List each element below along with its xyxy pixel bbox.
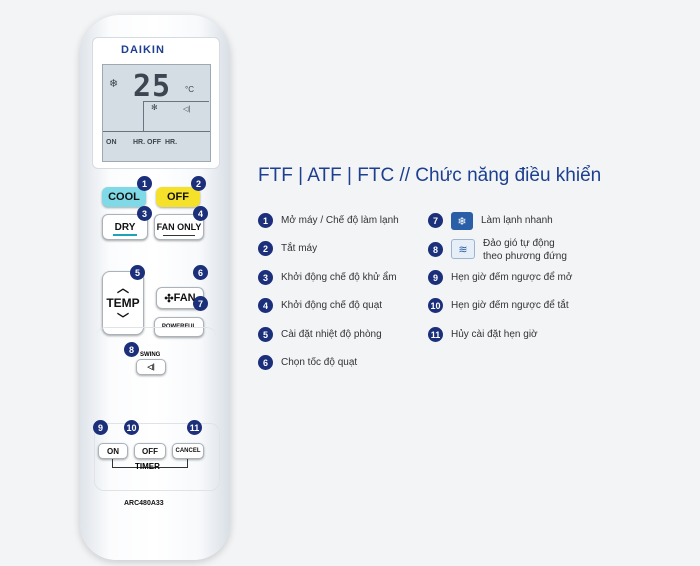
function-number: 8 [428, 242, 443, 257]
temp-label: TEMP [106, 296, 140, 310]
swing-button[interactable]: ◁| [136, 359, 166, 375]
function-text: Mở máy / Chế độ làm lạnh [281, 215, 399, 226]
badge-11: 11 [187, 420, 202, 435]
timer-area [94, 423, 220, 491]
lcd-unit: °C [185, 85, 194, 94]
function-number: 4 [258, 298, 273, 313]
function-text: Hủy cài đặt hẹn giờ [451, 329, 538, 340]
cancel-button[interactable]: CANCEL [172, 443, 204, 459]
badge-8: 8 [124, 342, 139, 357]
function-text: Đảo gió tự động theo phương đứng [483, 238, 567, 262]
remote-control: DAIKIN ❄ 25 °C ✻ ◁| ON HR. OFF HR. COOL … [80, 15, 230, 560]
fan-icon: ✣ [164, 292, 174, 305]
lcd-hr-label: HR. [165, 139, 178, 146]
off-button[interactable]: OFF [156, 187, 200, 207]
function-text: Tắt máy [281, 243, 318, 254]
function-text: Hẹn giờ đếm ngược để mở [451, 272, 573, 283]
function-number: 2 [258, 241, 273, 256]
swing-label: SWING [140, 352, 161, 358]
badge-10: 10 [124, 420, 139, 435]
function-number: 9 [428, 270, 443, 285]
swing-icon: ◁| [183, 106, 191, 113]
badge-7: 7 [193, 296, 208, 311]
function-number: 11 [428, 327, 443, 342]
swing-icon: ◁| [147, 364, 155, 371]
powerful-icon: ❄ [451, 212, 473, 230]
timer-off-button[interactable]: OFF [134, 443, 166, 459]
lcd-temperature: 25 [133, 69, 172, 104]
function-text: Hẹn giờ đếm ngược để tắt [451, 300, 569, 311]
lcd-hr-off-label: HR. OFF [133, 139, 161, 146]
swing-area [96, 327, 216, 418]
chevron-up-icon: ︿ [116, 281, 129, 295]
function-number: 6 [258, 355, 273, 370]
timer-on-button[interactable]: ON [98, 443, 128, 459]
daikin-logo: DAIKIN [121, 44, 165, 56]
lcd-on-label: ON [106, 139, 117, 146]
dry-label: DRY [114, 221, 136, 233]
badge-4: 4 [193, 206, 208, 221]
fan-button[interactable]: ✣FAN [156, 287, 204, 309]
function-text: Khởi động chế độ quạt [281, 300, 383, 311]
function-item: 5 Cài đặt nhiệt độ phòng [258, 327, 382, 342]
fan-only-label: FAN ONLY [156, 222, 202, 232]
function-item: 3 Khởi động chế độ khử ẩm [258, 270, 397, 285]
function-item: 10 Hẹn giờ đếm ngược để tắt [428, 298, 569, 313]
function-item: 1 Mở máy / Chế độ làm lạnh [258, 213, 399, 228]
timer-bracket [112, 459, 188, 468]
chevron-down-icon: ﹀ [116, 312, 129, 326]
function-number: 3 [258, 270, 273, 285]
function-number: 1 [258, 213, 273, 228]
function-item: 11 Hủy cài đặt hẹn giờ [428, 327, 538, 342]
temp-button[interactable]: ︿ TEMP ﹀ [102, 271, 144, 335]
function-item: 6 Chọn tốc độ quạt [258, 355, 357, 370]
function-item: 9 Hẹn giờ đếm ngược để mở [428, 270, 572, 285]
timer-label: TIMER [135, 462, 160, 471]
function-text: Cài đặt nhiệt độ phòng [281, 329, 382, 340]
function-item: 4 Khởi động chế độ quạt [258, 298, 382, 313]
lcd-screen: ❄ 25 °C ✻ ◁| ON HR. OFF HR. [102, 64, 211, 162]
fan-icon: ✻ [151, 103, 158, 112]
function-text: Khởi động chế độ khử ẩm [281, 272, 397, 283]
snowflake-icon: ❄ [109, 78, 119, 90]
badge-9: 9 [93, 420, 108, 435]
model-number: ARC480A33 [124, 500, 164, 507]
function-text: Chọn tốc độ quạt [281, 357, 358, 368]
function-number: 5 [258, 327, 273, 342]
fan-only-button[interactable]: FAN ONLY [154, 214, 204, 240]
function-item: 2 Tắt máy [258, 241, 317, 256]
badge-3: 3 [137, 206, 152, 221]
badge-5: 5 [130, 265, 145, 280]
cool-button[interactable]: COOL [102, 187, 146, 207]
function-item: 7 ❄ Làm lạnh nhanh [428, 212, 553, 230]
function-text: Làm lạnh nhanh [481, 215, 553, 226]
badge-1: 1 [137, 176, 152, 191]
badge-2: 2 [191, 176, 206, 191]
fan-label: FAN [173, 292, 196, 304]
swing-icon: ≋ [451, 239, 475, 259]
function-number: 7 [428, 213, 443, 228]
function-item: 8 ≋ Đảo gió tự động theo phương đứng [428, 236, 573, 263]
badge-6: 6 [193, 265, 208, 280]
page-title: FTF | ATF | FTC // Chức năng điều khiển [258, 165, 602, 186]
function-number: 10 [428, 298, 443, 313]
display-panel: DAIKIN ❄ 25 °C ✻ ◁| ON HR. OFF HR. [92, 37, 220, 169]
